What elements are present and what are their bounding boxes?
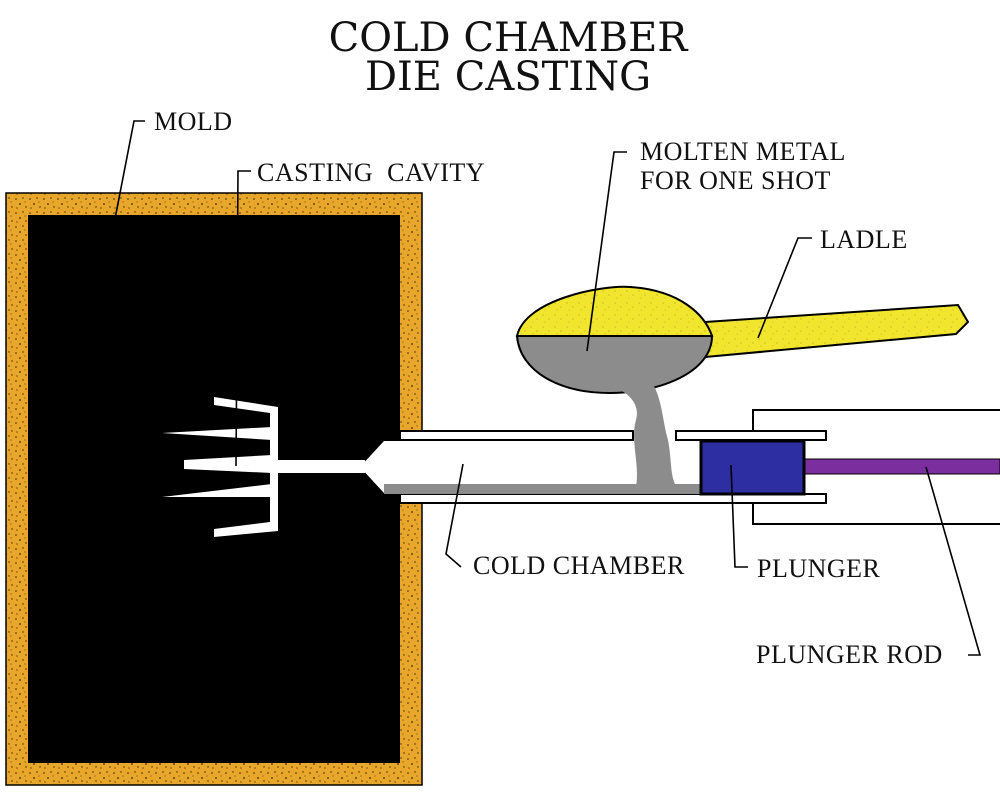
title-line-2: DIE CASTING [365, 54, 651, 100]
casting-cavity [162, 397, 365, 537]
title-line-1: COLD CHAMBER [329, 15, 690, 61]
chamber-wall-top-left [399, 430, 634, 441]
leader-plunger-rod [925, 466, 982, 656]
label-plunger-rod: PLUNGER ROD [756, 640, 943, 669]
label-mold: MOLD [154, 107, 233, 136]
label-molten-metal-line-2: FOR ONE SHOT [640, 166, 831, 195]
ladle-handle [704, 303, 970, 359]
label-ladle: LADLE [820, 225, 908, 254]
leader-cold-chamber [445, 463, 464, 568]
ladle-bowl-metal [515, 335, 714, 395]
molten-metal-stream [610, 378, 676, 486]
mold-interior [28, 215, 400, 763]
ladle-bowl-upper [515, 285, 714, 337]
label-molten-metal-line-1: MOLTEN METAL [640, 137, 846, 166]
plunger-rod [802, 458, 1000, 475]
leader-casting-cavity [235, 170, 251, 467]
machine-housing [752, 409, 1000, 525]
molten-metal-pool [384, 484, 702, 494]
sprue-nozzle [360, 441, 400, 493]
leader-mold [99, 120, 145, 297]
plunger [699, 439, 806, 496]
leader-ladle [757, 237, 812, 339]
label-casting-cavity: CASTING CAVITY [257, 158, 485, 187]
chamber-wall-top-right [675, 430, 827, 441]
leader-plunger [730, 464, 748, 568]
label-plunger: PLUNGER [757, 554, 881, 583]
leader-molten-metal [586, 151, 627, 352]
label-cold-chamber: COLD CHAMBER [473, 551, 685, 580]
